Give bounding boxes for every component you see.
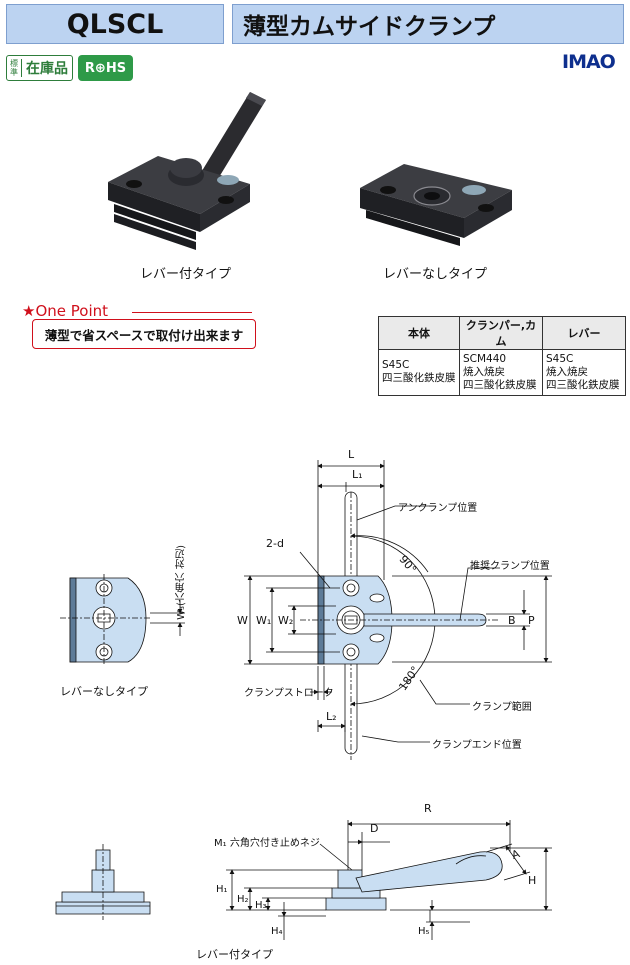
photo-without-lever-caption: レバーなしタイプ [383,267,488,282]
w3-label: W₃(六角穴 対辺) [176,545,187,620]
one-point-title: ★One Point [22,302,108,320]
materials-row: S45C 四三酸化鉄皮膜 SCM440 焼入焼戻 四三酸化鉄皮膜 S45C 焼入… [378,349,626,396]
one-point-title-text: One Point [35,302,109,320]
dim-L: L [348,448,355,461]
product-title: 薄型カムサイドクランプ [232,4,624,44]
dim-H3: H₃ [255,900,267,911]
one-point-rule [132,312,252,313]
stock-badge: 標準 在庫品 [6,55,73,81]
product-code: QLSCL [6,4,224,44]
rohs-badge: R⊕HS [78,55,133,81]
dim-H4: H₄ [271,926,283,937]
recommend-label: 推奨クランプ位置 [470,561,550,572]
star-icon: ★ [22,302,36,320]
dim-W1: W₁ [256,614,272,627]
dim-B: B [508,614,516,627]
end-label: クランプエンド位置 [432,740,522,751]
materials-header-lever: レバー [542,316,626,350]
materials-cell-clamper: SCM440 焼入焼戻 四三酸化鉄皮膜 [459,349,543,396]
technical-drawing [55,460,552,940]
materials-header-row: 本体 クランパー,カム レバー [378,316,626,350]
bottom-view-caption: レバー付タイプ [196,948,273,961]
dim-H5: H₅ [418,926,430,937]
dim-H2: H₂ [237,894,249,905]
m1-label: M₁ 六角穴付き止めネジ [214,838,320,849]
dim-H: H [528,874,537,887]
photo-with-lever [108,92,266,250]
dim-R: R [424,802,432,815]
left-view-caption: レバーなしタイプ [60,685,148,698]
unclamp-label: アンクランプ位置 [398,503,478,514]
materials-cell-lever: S45C 焼入焼戻 四三酸化鉄皮膜 [542,349,626,396]
dim-W: W [237,614,248,627]
materials-cell-body: S45C 四三酸化鉄皮膜 [378,349,460,396]
dim-L1: L₁ [352,468,363,481]
photo-with-lever-caption: レバー付タイプ [140,267,232,282]
materials-table: 本体 クランパー,カム レバー S45C 四三酸化鉄皮膜 SCM440 焼入焼戻… [378,316,626,396]
dim-D: D [370,822,379,835]
stock-badge-vertical: 標準 [7,59,22,77]
materials-header-clamper: クランパー,カム [459,316,543,350]
two-d-label: 2-d [266,537,284,550]
dim-W2: W₂ [278,614,294,627]
one-point-text: 薄型で省スペースで取付け出来ます [32,319,256,349]
photo-without-lever [360,164,512,246]
brand-logo: IMAO [562,51,616,73]
dim-L2: L₂ [326,710,337,723]
dim-P: P [528,614,535,627]
stroke-label: クランプストローク [244,688,334,699]
dim-H1: H₁ [216,884,228,895]
range-label: クランプ範囲 [472,702,532,713]
stock-badge-text: 在庫品 [26,61,68,77]
materials-header-body: 本体 [378,316,460,350]
